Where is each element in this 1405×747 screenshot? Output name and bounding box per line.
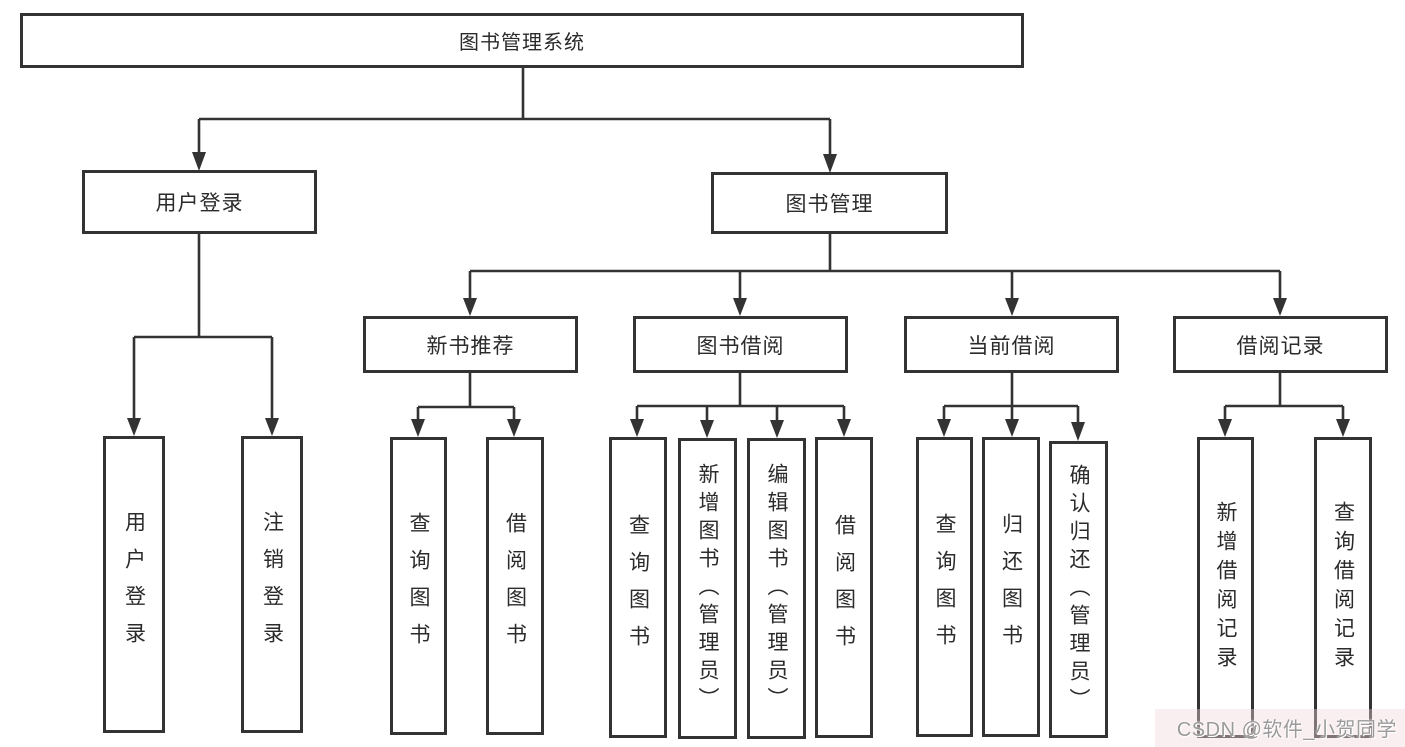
leaf-add-book-admin: 新增图书（管理员） (678, 438, 737, 739)
node-label: 当前借阅 (967, 334, 1056, 358)
node-label: 借阅图书 (503, 512, 527, 660)
node-label: 图书管理 (785, 193, 874, 216)
leaf-query-borrow-record: 查询借阅记录 (1314, 437, 1372, 738)
leaf-borrow-books-recommend: 借阅图书 (486, 437, 544, 735)
leaf-add-borrow-record: 新增借阅记录 (1197, 437, 1254, 738)
node-book-management: 图书管理 (711, 172, 948, 234)
node-label: 借阅记录 (1236, 334, 1325, 358)
node-current-borrow: 当前借阅 (904, 316, 1119, 373)
node-label: 确认归还（管理员） (1067, 463, 1090, 716)
node-label: 归还图书 (999, 513, 1023, 661)
node-label: 图书借阅 (696, 334, 785, 358)
node-label: 查询图书 (407, 512, 430, 660)
node-label: 查询图书 (933, 513, 956, 661)
node-label: 用户登录 (122, 510, 146, 659)
node-label: 注销登录 (260, 510, 284, 659)
node-user-login: 用户登录 (82, 170, 317, 234)
leaf-edit-book-admin: 编辑图书（管理员） (747, 438, 806, 739)
node-label: 图书管理系统 (459, 32, 585, 54)
leaf-query-books-borrow: 查询图书 (609, 437, 667, 738)
leaf-user-login: 用户登录 (103, 436, 165, 733)
node-label: 新书推荐 (426, 334, 515, 358)
node-borrow-records: 借阅记录 (1173, 316, 1388, 373)
arrowhead-icons (127, 152, 1350, 441)
csdn-watermark: CSDN @软件_小贺同学 (1176, 719, 1397, 741)
leaf-query-books-recommend: 查询图书 (390, 437, 447, 735)
leaf-query-books-current: 查询图书 (916, 437, 973, 737)
node-label: 编辑图书（管理员） (765, 462, 788, 715)
node-label: 新增图书（管理员） (696, 462, 719, 715)
node-library-management-system: 图书管理系统 (20, 13, 1024, 68)
node-label: 新增借阅记录 (1214, 500, 1237, 675)
node-label: 查询借阅记录 (1331, 500, 1355, 675)
node-new-book-recommend: 新书推荐 (363, 316, 578, 373)
leaf-logout: 注销登录 (241, 436, 303, 733)
node-label: 用户登录 (155, 192, 244, 215)
leaf-return-books: 归还图书 (982, 437, 1040, 737)
leaf-borrow-books: 借阅图书 (815, 437, 873, 738)
node-label: 借阅图书 (832, 513, 856, 662)
node-book-borrow: 图书借阅 (633, 316, 848, 373)
leaf-confirm-return-admin: 确认归还（管理员） (1049, 441, 1108, 738)
watermark-tint (1155, 709, 1405, 747)
node-label: 查询图书 (626, 513, 650, 662)
